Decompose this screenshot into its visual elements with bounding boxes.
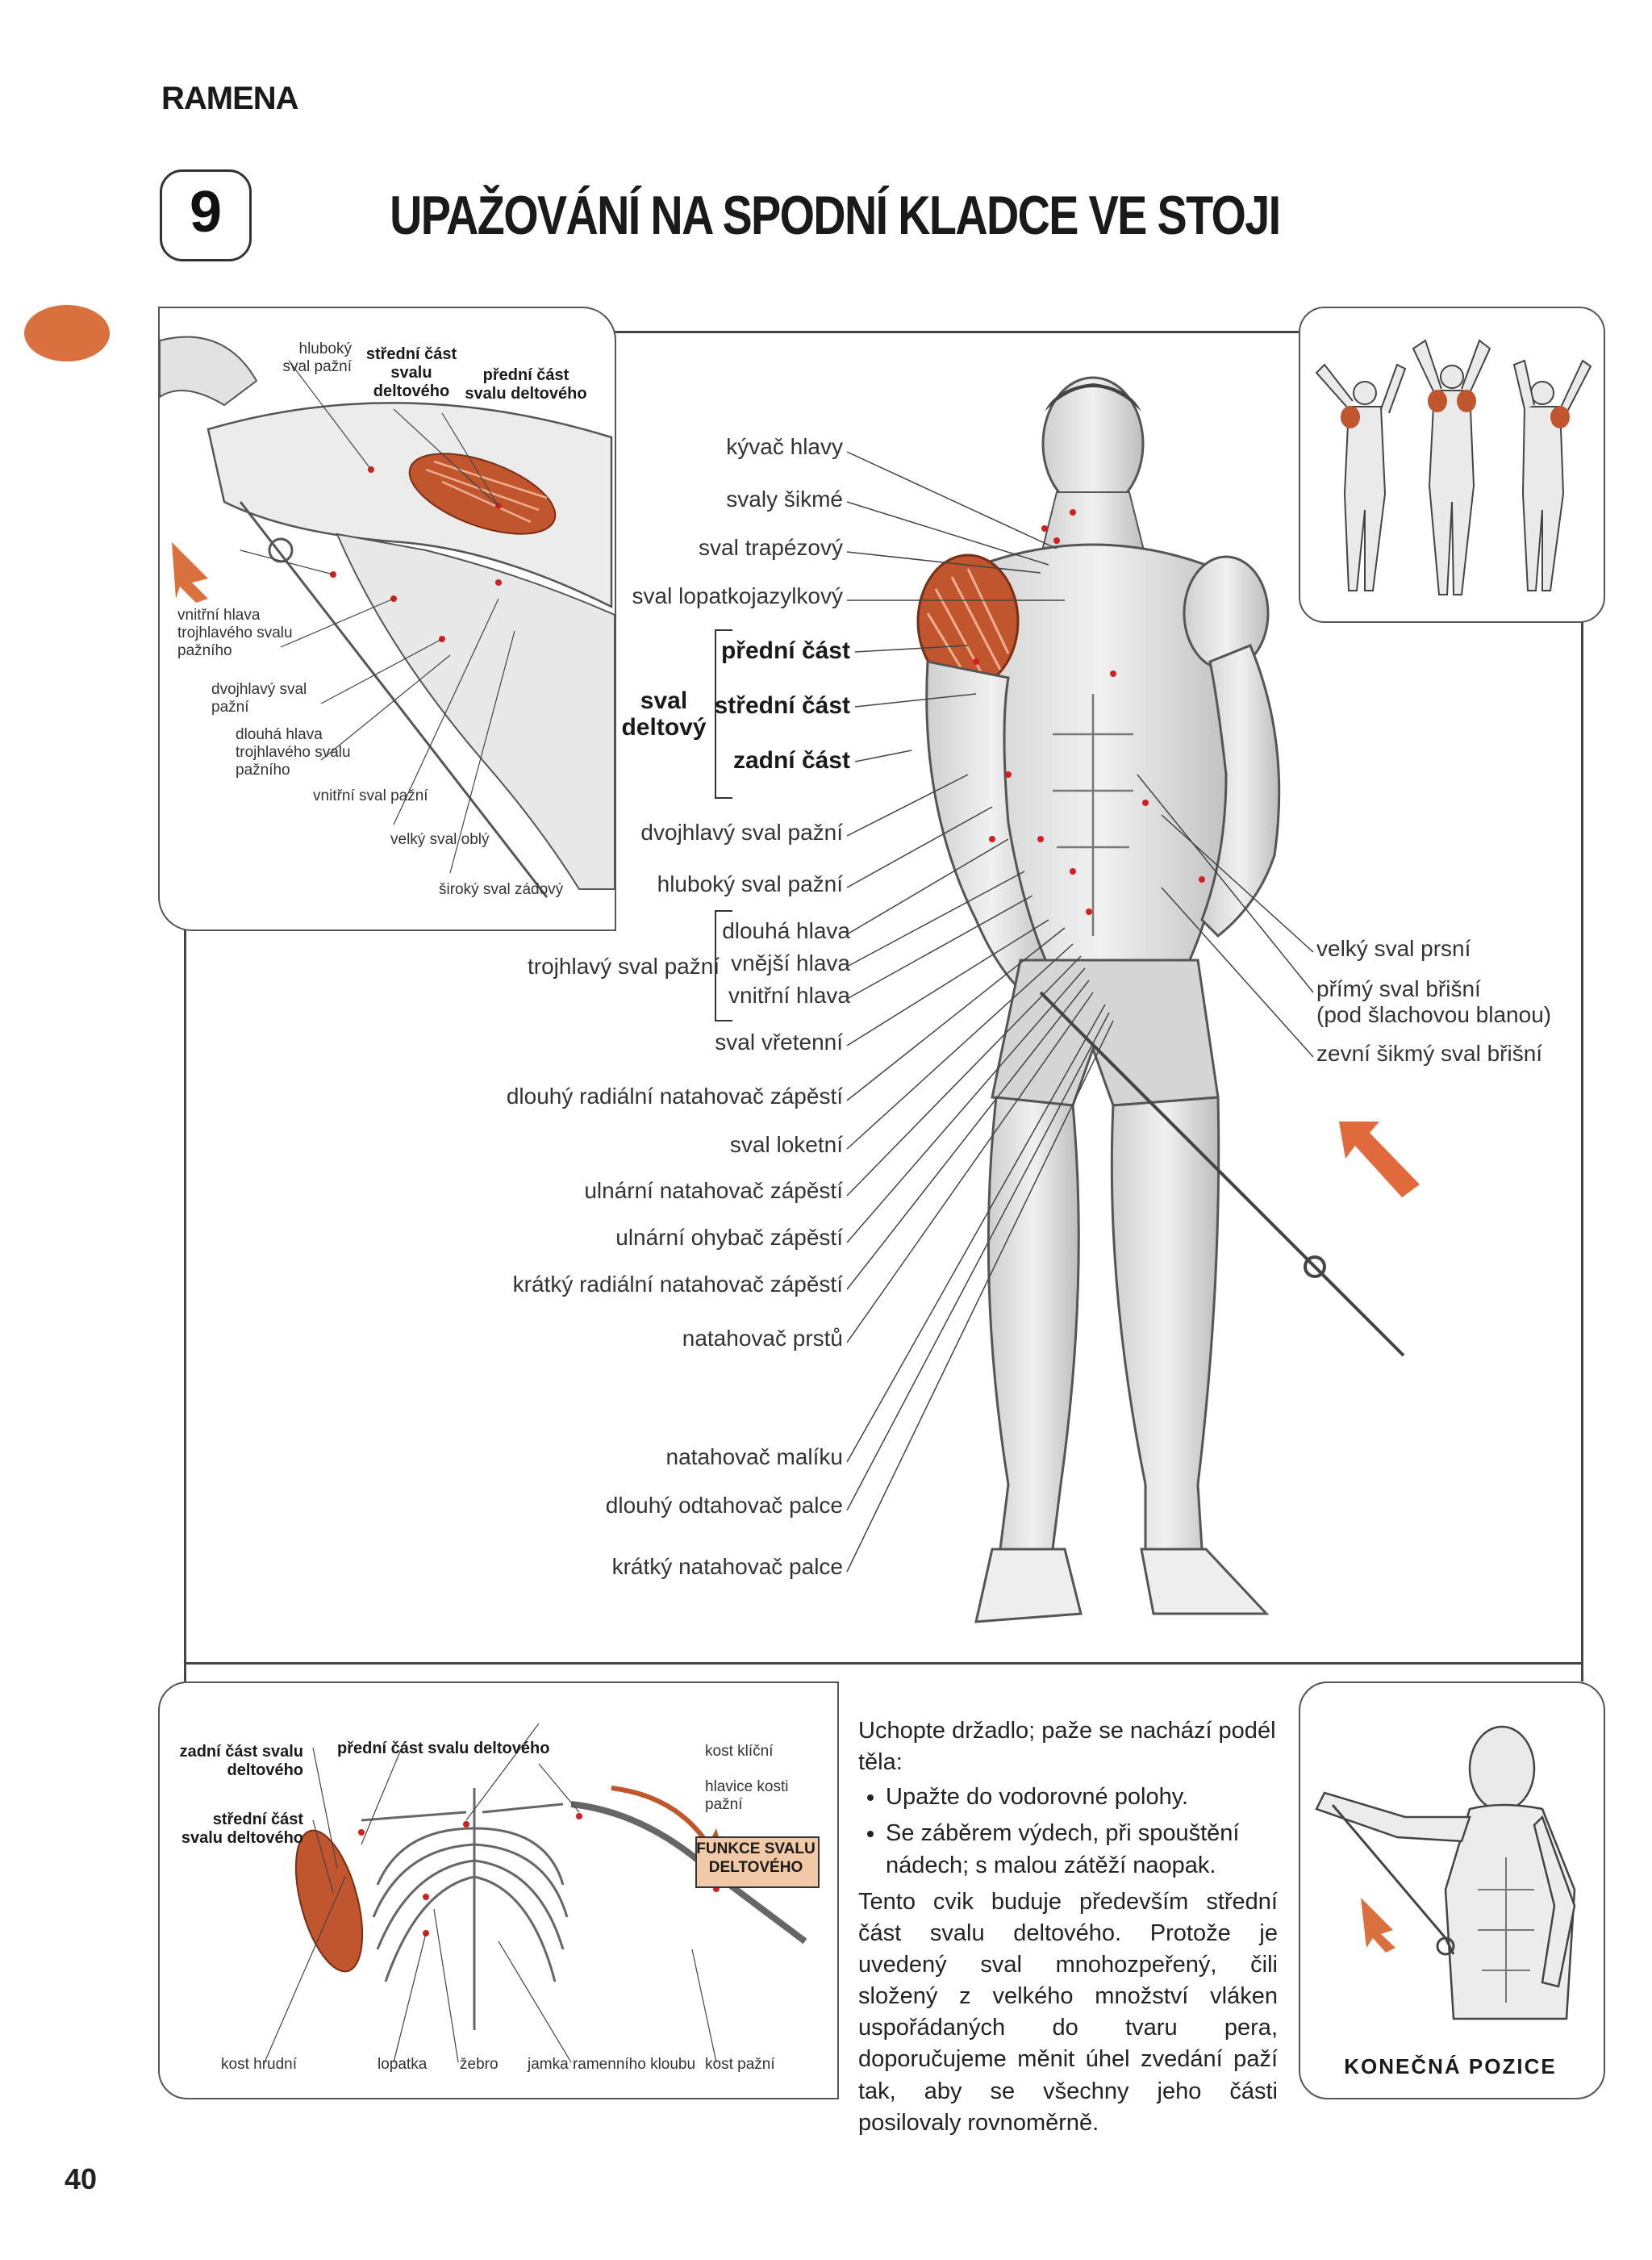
deltoid-bracket (715, 629, 732, 799)
label-sikme: svaly šikmé (726, 487, 843, 512)
detail-vnitrni-sval: vnitřní sval pažní (313, 787, 428, 804)
label-hluboky: hluboký sval pažní (657, 871, 843, 896)
detail-velky-obly: velký sval oblý (390, 831, 490, 848)
skeleton-zadni: zadní část svalu deltového (179, 1743, 303, 1779)
skeleton-lopatka: lopatka (378, 2056, 428, 2073)
label-loketni: sval loketní (729, 1132, 843, 1157)
funkce-label: FUNKCE SVALU DELTOVÉHO (696, 1840, 816, 1876)
label-deltovy: sval deltový (621, 687, 707, 741)
final-position-illustration (1315, 1725, 1576, 2020)
detail-hluboky: hluboký sval pažní (282, 340, 352, 375)
detail-stredni: střední část svalu deltového (365, 345, 457, 400)
final-position-panel (1299, 1681, 1605, 2099)
skeleton-zebro: žebro (460, 2056, 499, 2073)
instructions-steps: Upažte do vodorovné polohy. Se záběrem v… (858, 1782, 1278, 1881)
exercise-title: UPAŽOVÁNÍ NA SPODNÍ KLADCE VE STOJI (390, 185, 1281, 246)
label-prsni: velký sval prsní (1316, 936, 1471, 961)
detail-siroky-zad: široký sval zádový (439, 881, 564, 898)
label-zadni: zadní část (732, 747, 850, 774)
label-trojhlavy: trojhlavý sval pažní (528, 954, 720, 979)
label-ulnarni-natahovac: ulnární natahovač zápěstí (584, 1178, 843, 1203)
main-figure-illustration (916, 376, 1405, 1623)
label-dvojhlavy: dvojhlavý sval pažní (640, 820, 843, 845)
arrow-icon (1339, 1122, 1420, 1197)
three-figures-illustration (1315, 339, 1592, 595)
label-lopatkojazylkovy: sval lopatkojazylkový (632, 583, 843, 608)
label-zevni: zevní šikmý sval břišní (1316, 1041, 1543, 1066)
label-dlouhy-radialni: dlouhý radiální natahovač zápěstí (506, 1084, 843, 1109)
label-predni: přední část (720, 637, 850, 664)
label-trapezovy: sval trapézový (699, 535, 843, 560)
stance-panel (1299, 307, 1605, 623)
skeleton-stredni: střední část svalu deltového (181, 1811, 303, 1847)
label-stredni: střední část (714, 692, 850, 719)
label-kyvac: kývač hlavy (726, 434, 843, 459)
funkce-box (695, 1836, 820, 1888)
orange-marker (24, 305, 110, 361)
skeleton-panel: zadní část svalu deltového přední část s… (158, 1681, 839, 2099)
label-vretenni: sval vřetenní (715, 1030, 843, 1055)
skeleton-jamka: jamka ramenního kloubu (528, 2056, 696, 2073)
label-primy-note: (pod šlachovou blanou) (1316, 1002, 1552, 1027)
frame-bottom-line (184, 1662, 1583, 1665)
instructions: Uchopte držadlo; paže se nachází podél t… (858, 1715, 1278, 2139)
label-kratky-radialni: krátký radiální natahovač zápěstí (512, 1272, 843, 1297)
final-position-label: KONEČNÁ POZICE (1344, 2054, 1557, 2078)
skeleton-predni: přední část svalu deltového (337, 1740, 550, 1757)
arm-detail-illustration (160, 336, 615, 898)
skeleton-kost-pazni: kost pažní (705, 2056, 775, 2073)
instruction-step: Se záběrem výdech, při spouštění nádech;… (886, 1818, 1278, 1881)
label-ulnarni-ohybac: ulnární ohybač zápěstí (615, 1225, 843, 1250)
label-maliku: natahovač malíku (665, 1444, 843, 1469)
label-prstu: natahovač prstů (682, 1326, 843, 1351)
detail-vnitrni-hlava: vnitřní hlava trojhlavého svalu pažního (177, 607, 293, 659)
instruction-step: Upažte do vodorovné polohy. (886, 1782, 1278, 1813)
label-kratky-palce: krátký natahovač palce (611, 1554, 843, 1579)
skeleton-hlavice: hlavice kosti pažní (705, 1778, 789, 1813)
frame-top-line (613, 331, 1299, 333)
label-vnitrni: vnitřní hlava (728, 983, 850, 1008)
instructions-intro: Uchopte držadlo; paže se nachází podél t… (858, 1718, 1276, 1776)
detail-dlouha-hlava: dlouhá hlava trojhlavého svalu pažního (236, 726, 351, 779)
skeleton-klicni: kost klíční (705, 1743, 774, 1760)
label-primy: přímý sval břišní (1316, 976, 1481, 1001)
detail-panel: hluboký sval pažní střední část svalu de… (158, 307, 616, 931)
page-number: 40 (65, 2162, 98, 2195)
detail-dvojhlavy: dvojhlavý sval pažní (211, 681, 307, 716)
label-odtahovac-palce: dlouhý odtahovač palce (605, 1493, 843, 1518)
label-vnejsi: vnější hlava (731, 950, 850, 975)
section-label: RAMENA (161, 81, 299, 116)
exercise-number: 9 (189, 180, 223, 244)
frame-right-line (1581, 620, 1583, 1681)
triceps-bracket (715, 910, 732, 1021)
skeleton-illustration (264, 1723, 807, 2063)
skeleton-hrudni: kost hrudní (221, 2056, 297, 2073)
instructions-body: Tento cvik buduje především střední část… (858, 1888, 1278, 2136)
detail-predni: přední část svalu deltového (465, 366, 587, 403)
exercise-number-box (160, 169, 252, 261)
frame-left-line (184, 928, 186, 1681)
label-dlouha: dlouhá hlava (722, 918, 850, 943)
